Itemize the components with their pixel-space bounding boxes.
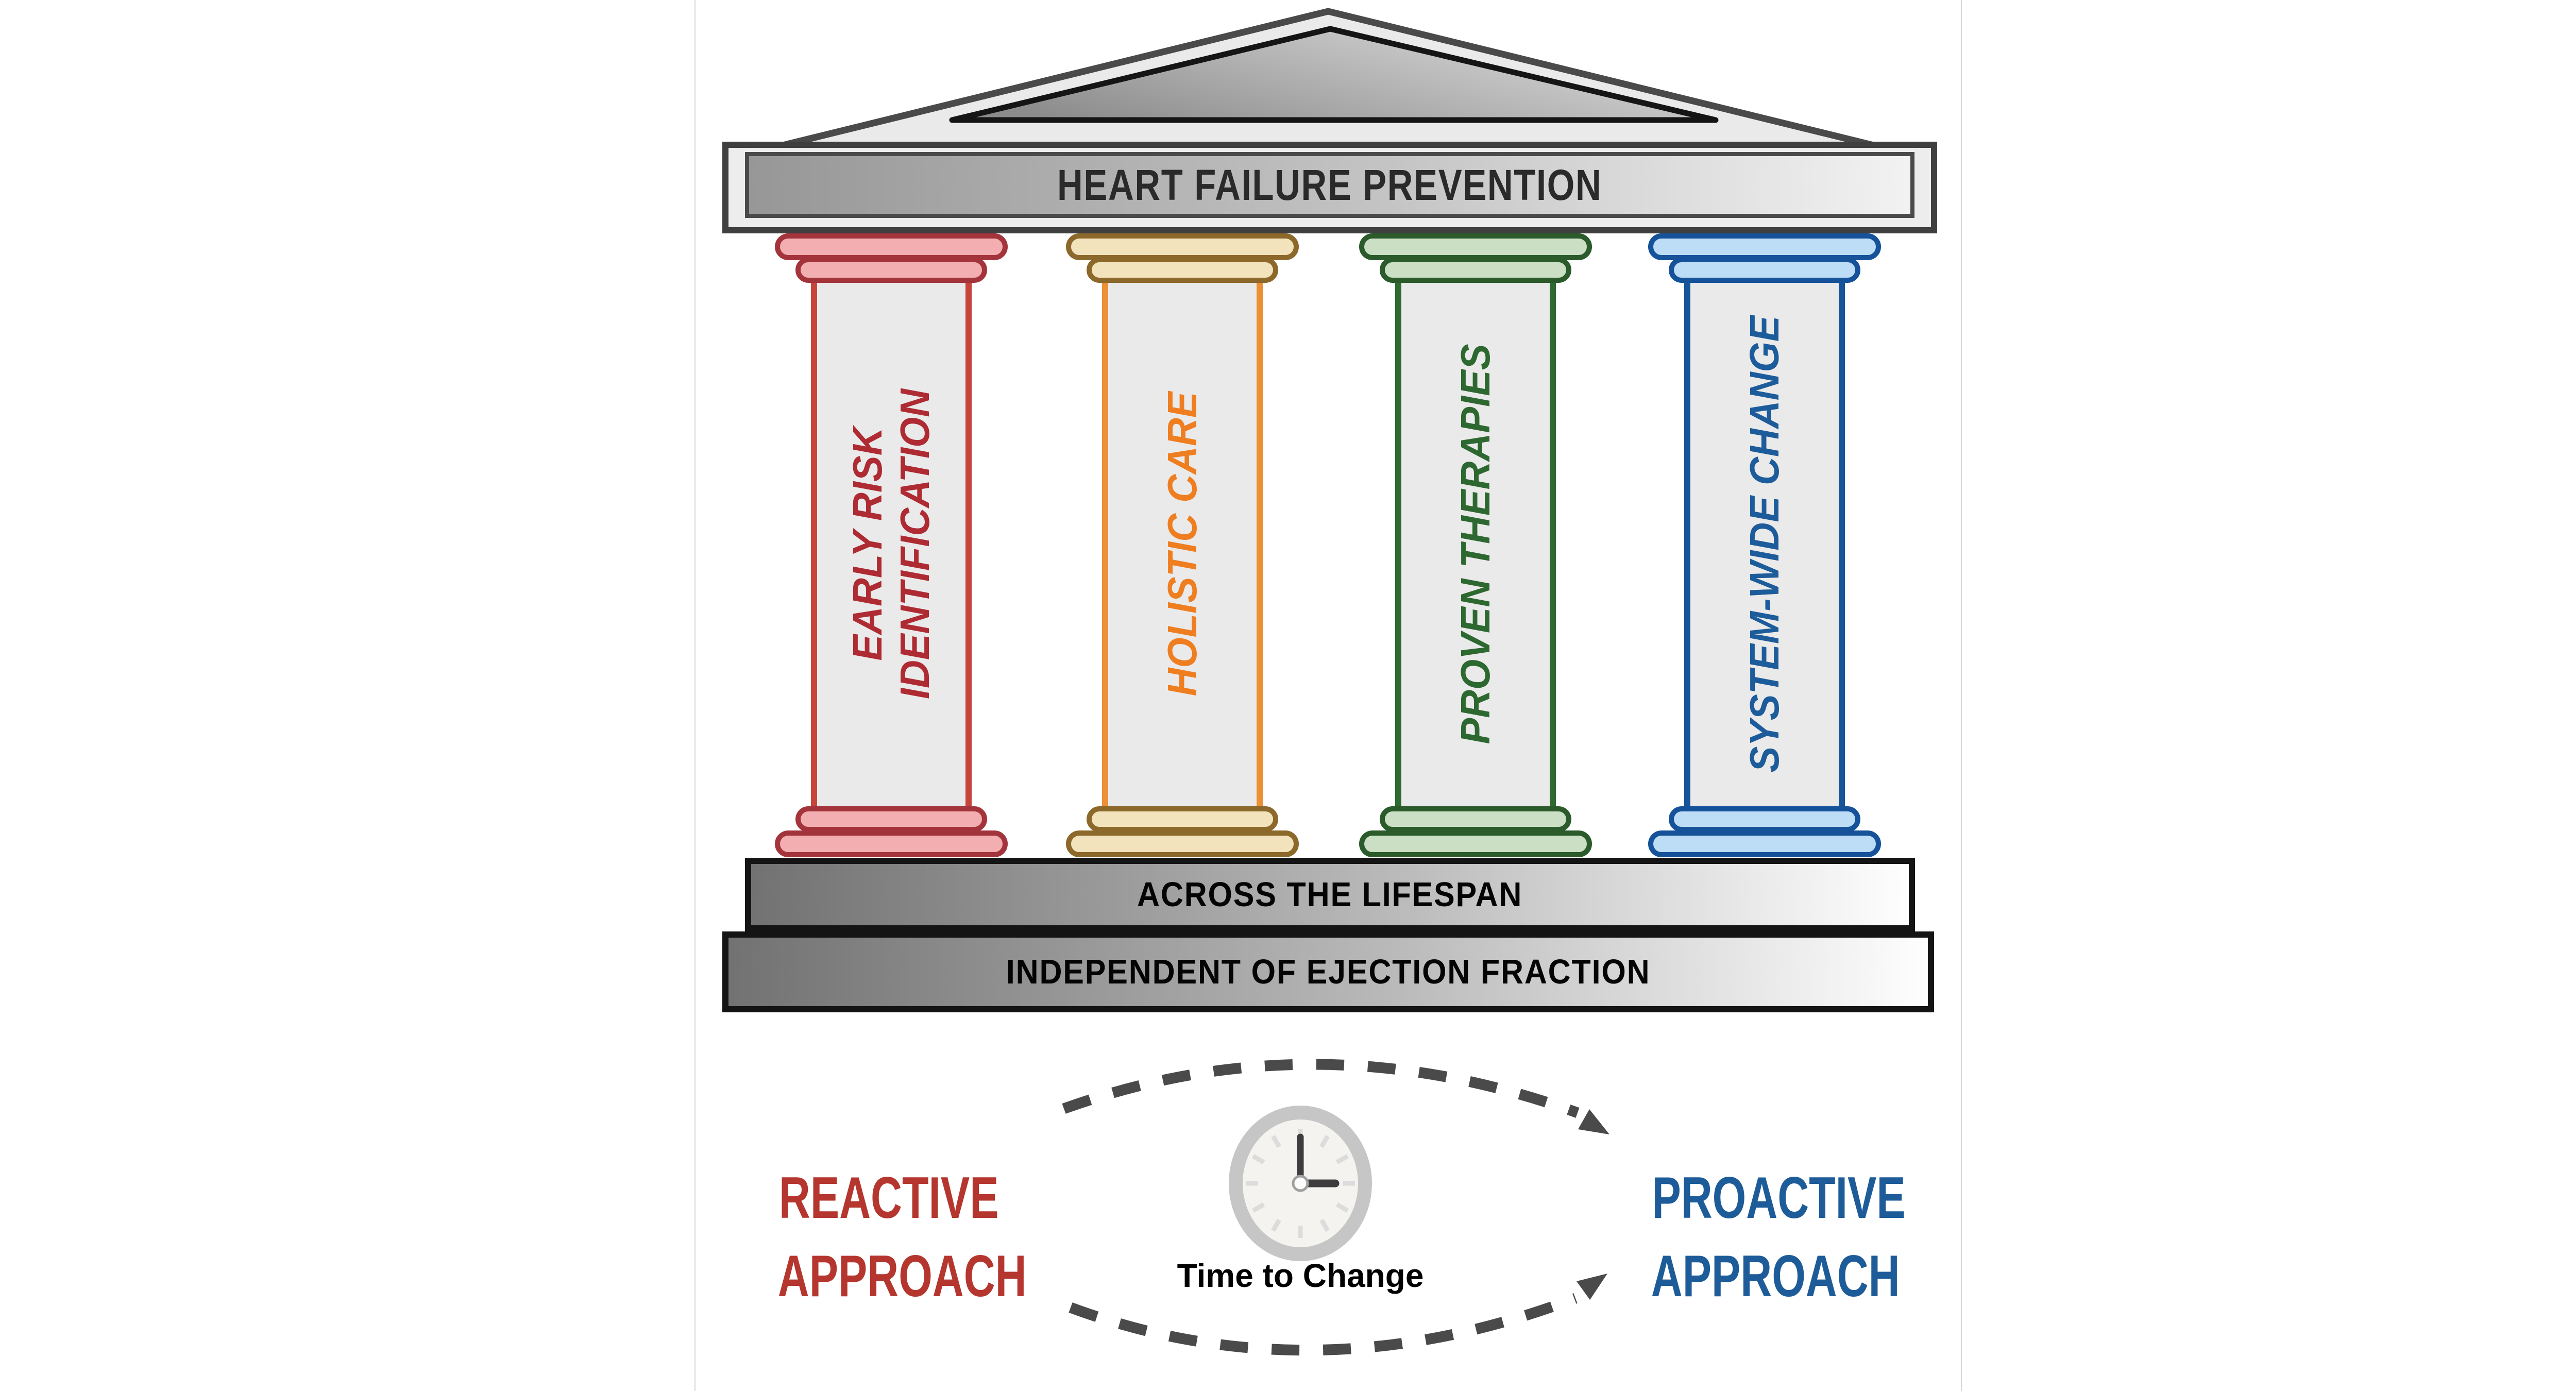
base-step-lower: INDEPENDENT OF EJECTION FRACTION	[722, 931, 1934, 1012]
pillar-base-wide	[1066, 830, 1299, 857]
clock-icon	[1229, 1106, 1372, 1261]
pillar-early-risk-identification: EARLY RISK IDENTIFICATION	[775, 233, 1008, 858]
proactive-approach-line: PROACTIVE	[1652, 1165, 1906, 1231]
entablature-banner: HEART FAILURE PREVENTION	[722, 142, 1937, 233]
banner-plaque: HEART FAILURE PREVENTION	[745, 152, 1914, 218]
reactive-approach-line: APPROACH	[777, 1244, 1027, 1309]
pillar-capital-top-wide	[1648, 233, 1881, 260]
pillar-system-wide-change: SYSTEM-WIDE CHANGE	[1648, 233, 1881, 858]
pillar-label: HOLISTIC CARE	[1159, 392, 1206, 696]
arrowhead-bottom-icon	[1577, 1274, 1607, 1300]
pillar-base-narrow	[795, 806, 987, 832]
pillar-shaft	[1684, 281, 1845, 808]
cycle-arc-bottom-dashed	[1069, 1293, 1578, 1356]
pillar-base-narrow	[1087, 806, 1278, 832]
pillar-holistic-care: HOLISTIC CARE	[1066, 233, 1299, 858]
banner-title: HEART FAILURE PREVENTION	[1057, 160, 1602, 209]
pillar-capital-top-wide	[1359, 233, 1592, 260]
canvas-edge-right	[1961, 0, 1962, 1391]
pillar-label-line: SYSTEM-WIDE CHANGE	[1741, 315, 1787, 773]
proactive-approach-label: PROACTIVE APPROACH	[1607, 1159, 1917, 1316]
step-label: INDEPENDENT OF EJECTION FRACTION	[1006, 953, 1651, 991]
pillar-label-line: IDENTIFICATION	[892, 388, 938, 700]
stylobate-step-upper: ACROSS THE LIFESPAN	[745, 858, 1915, 931]
pillar-base-wide	[1359, 830, 1592, 857]
pillar-base-narrow	[1669, 806, 1860, 832]
pediment-inner-triangle	[949, 26, 1719, 123]
proactive-approach-line: APPROACH	[1651, 1244, 1900, 1309]
pillar-base-wide	[775, 830, 1008, 857]
pillar-capital-top-narrow	[795, 257, 987, 283]
time-to-change-label: Time to Change	[1177, 1257, 1424, 1294]
pillar-base-narrow	[1380, 806, 1571, 832]
pillar-shaft	[811, 281, 972, 808]
pillar-label: SYSTEM-WIDE CHANGE	[1741, 316, 1788, 773]
pillar-capital-top-narrow	[1380, 257, 1571, 283]
pillar-capital-top-narrow	[1669, 257, 1860, 283]
arrowhead-top-icon	[1578, 1109, 1609, 1134]
pillar-shaft	[1395, 281, 1556, 808]
canvas-edge-left	[694, 0, 696, 1391]
pillar-proven-therapies: PROVEN THERAPIES	[1359, 233, 1592, 858]
pillar-base-wide	[1648, 830, 1881, 857]
step-label: ACROSS THE LIFESPAN	[1137, 875, 1523, 914]
pillar-shaft	[1102, 281, 1263, 808]
pillar-label: PROVEN THERAPIES	[1452, 344, 1499, 744]
pillar-capital-top-wide	[775, 233, 1008, 260]
pillar-capital-top-narrow	[1087, 257, 1278, 283]
pillar-label-line: EARLY RISK	[844, 427, 890, 661]
pillar-label-line: HOLISTIC CARE	[1159, 392, 1205, 697]
pillar-label: EARLY RISK IDENTIFICATION	[844, 389, 939, 699]
cycle-arc-top-dashed	[1062, 1059, 1580, 1118]
clock-center-dot	[1292, 1175, 1309, 1192]
reactive-approach-line: REACTIVE	[778, 1165, 999, 1231]
reactive-approach-label: REACTIVE APPROACH	[734, 1159, 1043, 1316]
pillar-label-line: PROVEN THERAPIES	[1452, 344, 1498, 744]
pillar-capital-top-wide	[1066, 233, 1299, 260]
